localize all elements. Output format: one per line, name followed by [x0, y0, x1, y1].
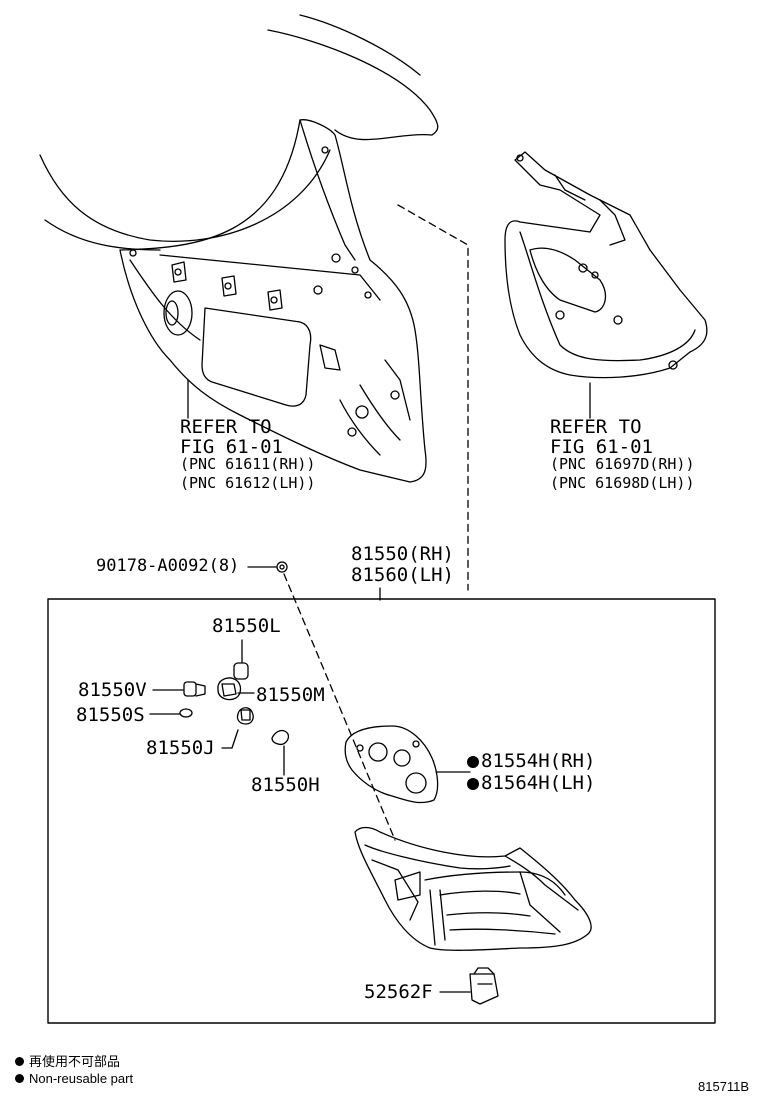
label-clip: 52562F [364, 981, 433, 1003]
label-socket-j: 81550J [146, 737, 215, 759]
label-socket-m: 81550M [256, 684, 325, 706]
quarter-panel-inner [39, 14, 439, 483]
label-gasket-rh: 81554H(RH) [467, 752, 595, 771]
dashed-screw-line [283, 573, 396, 841]
refer-right-line1: REFER TO [550, 416, 642, 438]
legend-english: Non-reusable part [15, 1072, 133, 1085]
quarter-trim-liner [504, 151, 708, 379]
figure-code: 815711B [698, 1079, 750, 1094]
socket-81550j [221, 707, 254, 749]
legend-japanese-text: 再使用不可部品 [29, 1054, 121, 1069]
assembly-frame [47, 598, 716, 1024]
screw-90178 [247, 561, 288, 573]
legend-english-text: Non-reusable part [29, 1071, 134, 1086]
socket-81550m [217, 677, 255, 701]
non-reusable-marker-icon [467, 778, 479, 790]
label-bulb-h: 81550H [251, 774, 320, 796]
bulb-81550h [271, 729, 290, 776]
clip-52562f [439, 967, 499, 1005]
non-reusable-marker-icon [467, 756, 479, 768]
gasket-81554h [344, 725, 471, 804]
socket-81550v [149, 681, 206, 718]
gasket-lh-text: 81564H(LH) [481, 772, 596, 794]
rear-combination-lamp [354, 826, 592, 951]
label-socket-l: 81550L [212, 615, 281, 637]
legend-dot-icon [15, 1074, 24, 1083]
refer-left-line4: (PNC 61612(LH)) [180, 474, 316, 492]
gasket-rh-text: 81554H(RH) [481, 750, 596, 772]
refer-left-line2: FIG 61-01 [180, 436, 283, 458]
socket-81550l [233, 639, 249, 680]
label-assembly-lh: 81560(LH) [351, 564, 454, 586]
legend-japanese: 再使用不可部品 [15, 1055, 120, 1068]
label-screw: 90178-A0092(8) [96, 556, 240, 576]
label-assembly-rh: 81550(RH) [351, 543, 454, 565]
legend-dot-icon [15, 1057, 24, 1066]
refer-right-line2: FIG 61-01 [550, 436, 653, 458]
dashed-location-line [397, 204, 469, 591]
refer-left-line1: REFER TO [180, 416, 272, 438]
refer-right-line3: (PNC 61697D(RH)) [550, 455, 695, 473]
refer-right-line4: (PNC 61698D(LH)) [550, 474, 695, 492]
label-bulb-s: 81550S [76, 704, 145, 726]
label-gasket-lh: 81564H(LH) [467, 774, 595, 793]
refer-left-line3: (PNC 61611(RH)) [180, 455, 316, 473]
label-socket-v: 81550V [78, 679, 147, 701]
